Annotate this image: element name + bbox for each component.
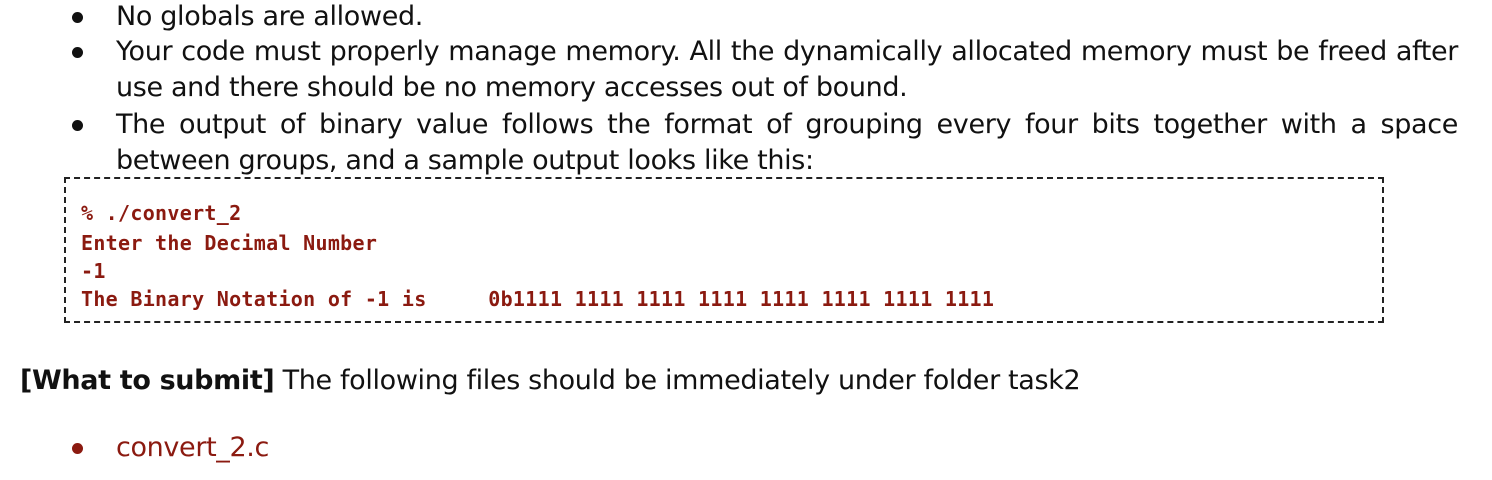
submit-label: [What to submit] [20, 365, 275, 396]
requirement-text: The output of binary value follows the f… [116, 109, 1458, 176]
code-result: The Binary Notation of -1 is 0b1111 1111… [81, 287, 995, 311]
what-to-submit: [What to submit] The following files sho… [20, 363, 1081, 399]
file-link-convert-2[interactable]: convert_2.c [116, 432, 270, 463]
requirement-item: Your code must properly manage memory. A… [0, 34, 1458, 106]
bullet-icon [72, 12, 83, 23]
submit-text: The following files should be immediatel… [274, 365, 1081, 396]
code-prompt: Enter the Decimal Number [81, 231, 378, 255]
requirement-text: No globals are allowed. [116, 1, 423, 32]
bullet-icon [72, 443, 83, 454]
bullet-icon [72, 47, 83, 58]
bullet-icon [72, 120, 83, 131]
requirement-item: No globals are allowed. [0, 0, 1458, 35]
code-command: % ./convert_2 [81, 201, 242, 225]
code-input: -1 [81, 259, 106, 283]
sample-output-box: % ./convert_2 Enter the Decimal Number -… [64, 177, 1384, 323]
requirement-item: The output of binary value follows the f… [0, 107, 1458, 179]
requirement-text: Your code must properly manage memory. A… [116, 36, 1458, 103]
